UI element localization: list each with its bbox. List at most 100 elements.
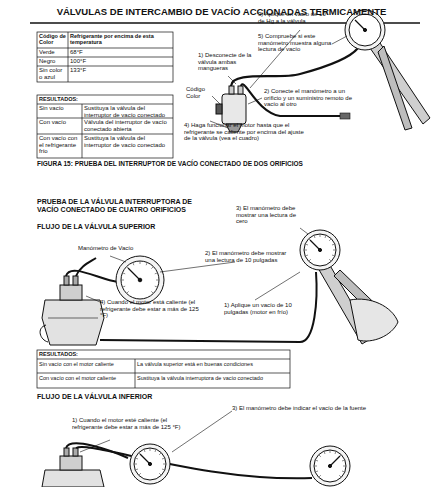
four-port-valve	[48, 318, 98, 319]
remote-vacuum-fitting	[340, 113, 350, 119]
vacuum-gauge	[128, 268, 140, 280]
callout-text: Código Color	[186, 86, 212, 99]
table-grid	[37, 32, 173, 82]
gauge-tick	[123, 272, 125, 274]
leader-line	[228, 76, 236, 84]
vacuum-gauge	[121, 261, 159, 299]
gauge-tick	[140, 262, 141, 265]
table-grid	[82, 104, 83, 158]
two-port-valve	[238, 86, 243, 94]
table-grid	[135, 359, 136, 388]
callout-text: 4) Haga funcionar el motor hasta que el …	[184, 122, 306, 142]
table-grid	[37, 350, 290, 388]
figure-caption: FIGURA 15: PRUEBA DEL INTERRUPTOR DE VAC…	[37, 160, 432, 167]
callout-text: 3) Aplique un vacío de 10" de Hg a la vá…	[258, 11, 332, 24]
gauge-tick	[139, 453, 141, 455]
gauge-tick	[339, 475, 341, 477]
vacuum-gauge	[148, 462, 151, 465]
gauge-tick	[333, 250, 336, 251]
four-port-valve	[64, 448, 69, 456]
gauge-tick	[151, 291, 153, 293]
section-heading: FLUJO DE LA VÁLVULA SUPERIOR	[37, 223, 237, 231]
leader-line	[86, 296, 100, 302]
gauge-tick	[332, 254, 334, 256]
table-cell: 133°F	[70, 67, 170, 74]
page-title: VÁLVULAS DE INTERCAMBIO DE VACÍO ACCIONA…	[10, 7, 433, 17]
gauge-tick	[306, 254, 308, 256]
table-cell: Con vacío con el motor caliente	[39, 375, 134, 381]
four-port-valve	[40, 325, 48, 342]
vacuum-gauge	[138, 278, 142, 282]
four-port-valve	[42, 448, 104, 487]
gauge-tick	[151, 267, 153, 269]
gauge-ticks	[135, 449, 166, 475]
vacuum-gauge	[116, 256, 164, 304]
gauge-tick	[132, 263, 134, 265]
vacuum-gauge	[310, 446, 350, 486]
callout-text: 2) El manómetro debe mostrar una lectura…	[205, 250, 287, 263]
leader-line	[332, 36, 347, 44]
callout-text: 1) Desconecte de la válvula ambas mangue…	[198, 52, 258, 72]
hose	[76, 258, 96, 276]
table-cell: Sustituya la válvula del interruptor de …	[84, 135, 172, 148]
gauge-tick	[320, 235, 321, 238]
gauge-tick	[136, 468, 138, 470]
table-cell: Válvula del interruptor de vacío conecta…	[84, 119, 172, 132]
table-cell: Sin vacío	[39, 105, 81, 112]
gauge-tick	[156, 280, 159, 281]
four-port-valve	[42, 300, 104, 345]
hose	[66, 258, 317, 342]
gauge-tick	[343, 466, 346, 467]
leader-line	[248, 98, 262, 104]
table-grid	[37, 359, 290, 360]
table-cell: 68°F	[70, 49, 170, 56]
hand-vacuum-pump	[378, 46, 412, 130]
gauge-tick	[155, 272, 157, 274]
gauge-tick	[309, 259, 311, 261]
four-port-valve	[60, 456, 82, 470]
callout-text: 3) El manómetro debe mostrar una lectura…	[236, 205, 308, 225]
table-grid	[37, 350, 290, 388]
table-cell: Verde	[39, 49, 67, 56]
gauge-tick	[135, 464, 138, 465]
gauge-tick	[319, 455, 321, 457]
table-cell: Negro	[39, 58, 67, 65]
table-grid	[37, 95, 173, 158]
four-port-valve	[42, 470, 104, 487]
hand-vacuum-pump	[318, 248, 321, 251]
callout-text: 2) Conecte el manómetro a un orificio y …	[264, 88, 356, 108]
table-cell: Sustituya la válvula interruptora de vac…	[137, 375, 289, 381]
table-cell: La válvula superior está en buenas condi…	[137, 361, 289, 367]
gauge-tick	[163, 464, 166, 465]
hand-vacuum-pump	[345, 10, 430, 130]
gauge-tick	[155, 286, 157, 288]
gauge-tick	[330, 451, 331, 454]
table-cell: 100°F	[70, 58, 170, 65]
gauge-tick	[324, 452, 326, 454]
gauge-tick	[159, 473, 161, 475]
gauge-tick	[339, 455, 341, 457]
gauge-tick	[144, 450, 146, 452]
vacuum-gauge	[130, 444, 170, 484]
leader-line	[110, 256, 126, 262]
leader-line	[255, 272, 300, 300]
gauge-ticks	[305, 235, 336, 261]
hand-vacuum-pump	[355, 20, 365, 30]
four-port-valve	[40, 276, 104, 345]
gauge-tick	[139, 473, 141, 475]
leader-line	[160, 262, 235, 272]
leader-line	[212, 96, 220, 104]
table-cell: Con vacío con el refrigerante frío	[39, 135, 81, 155]
gauge-tick	[319, 475, 321, 477]
hose	[66, 443, 128, 458]
gauge-tick	[154, 450, 156, 452]
gauge-tick	[123, 286, 125, 288]
gauge-tick	[159, 453, 161, 455]
gauge-tick	[314, 236, 316, 238]
four-port-valve	[73, 276, 78, 285]
hose	[66, 271, 118, 282]
callout-text: 3) El manómetro debe indicar el vacío de…	[232, 405, 432, 412]
gauge-ticks	[122, 262, 159, 294]
hose	[66, 443, 312, 478]
table-grid	[37, 134, 173, 135]
